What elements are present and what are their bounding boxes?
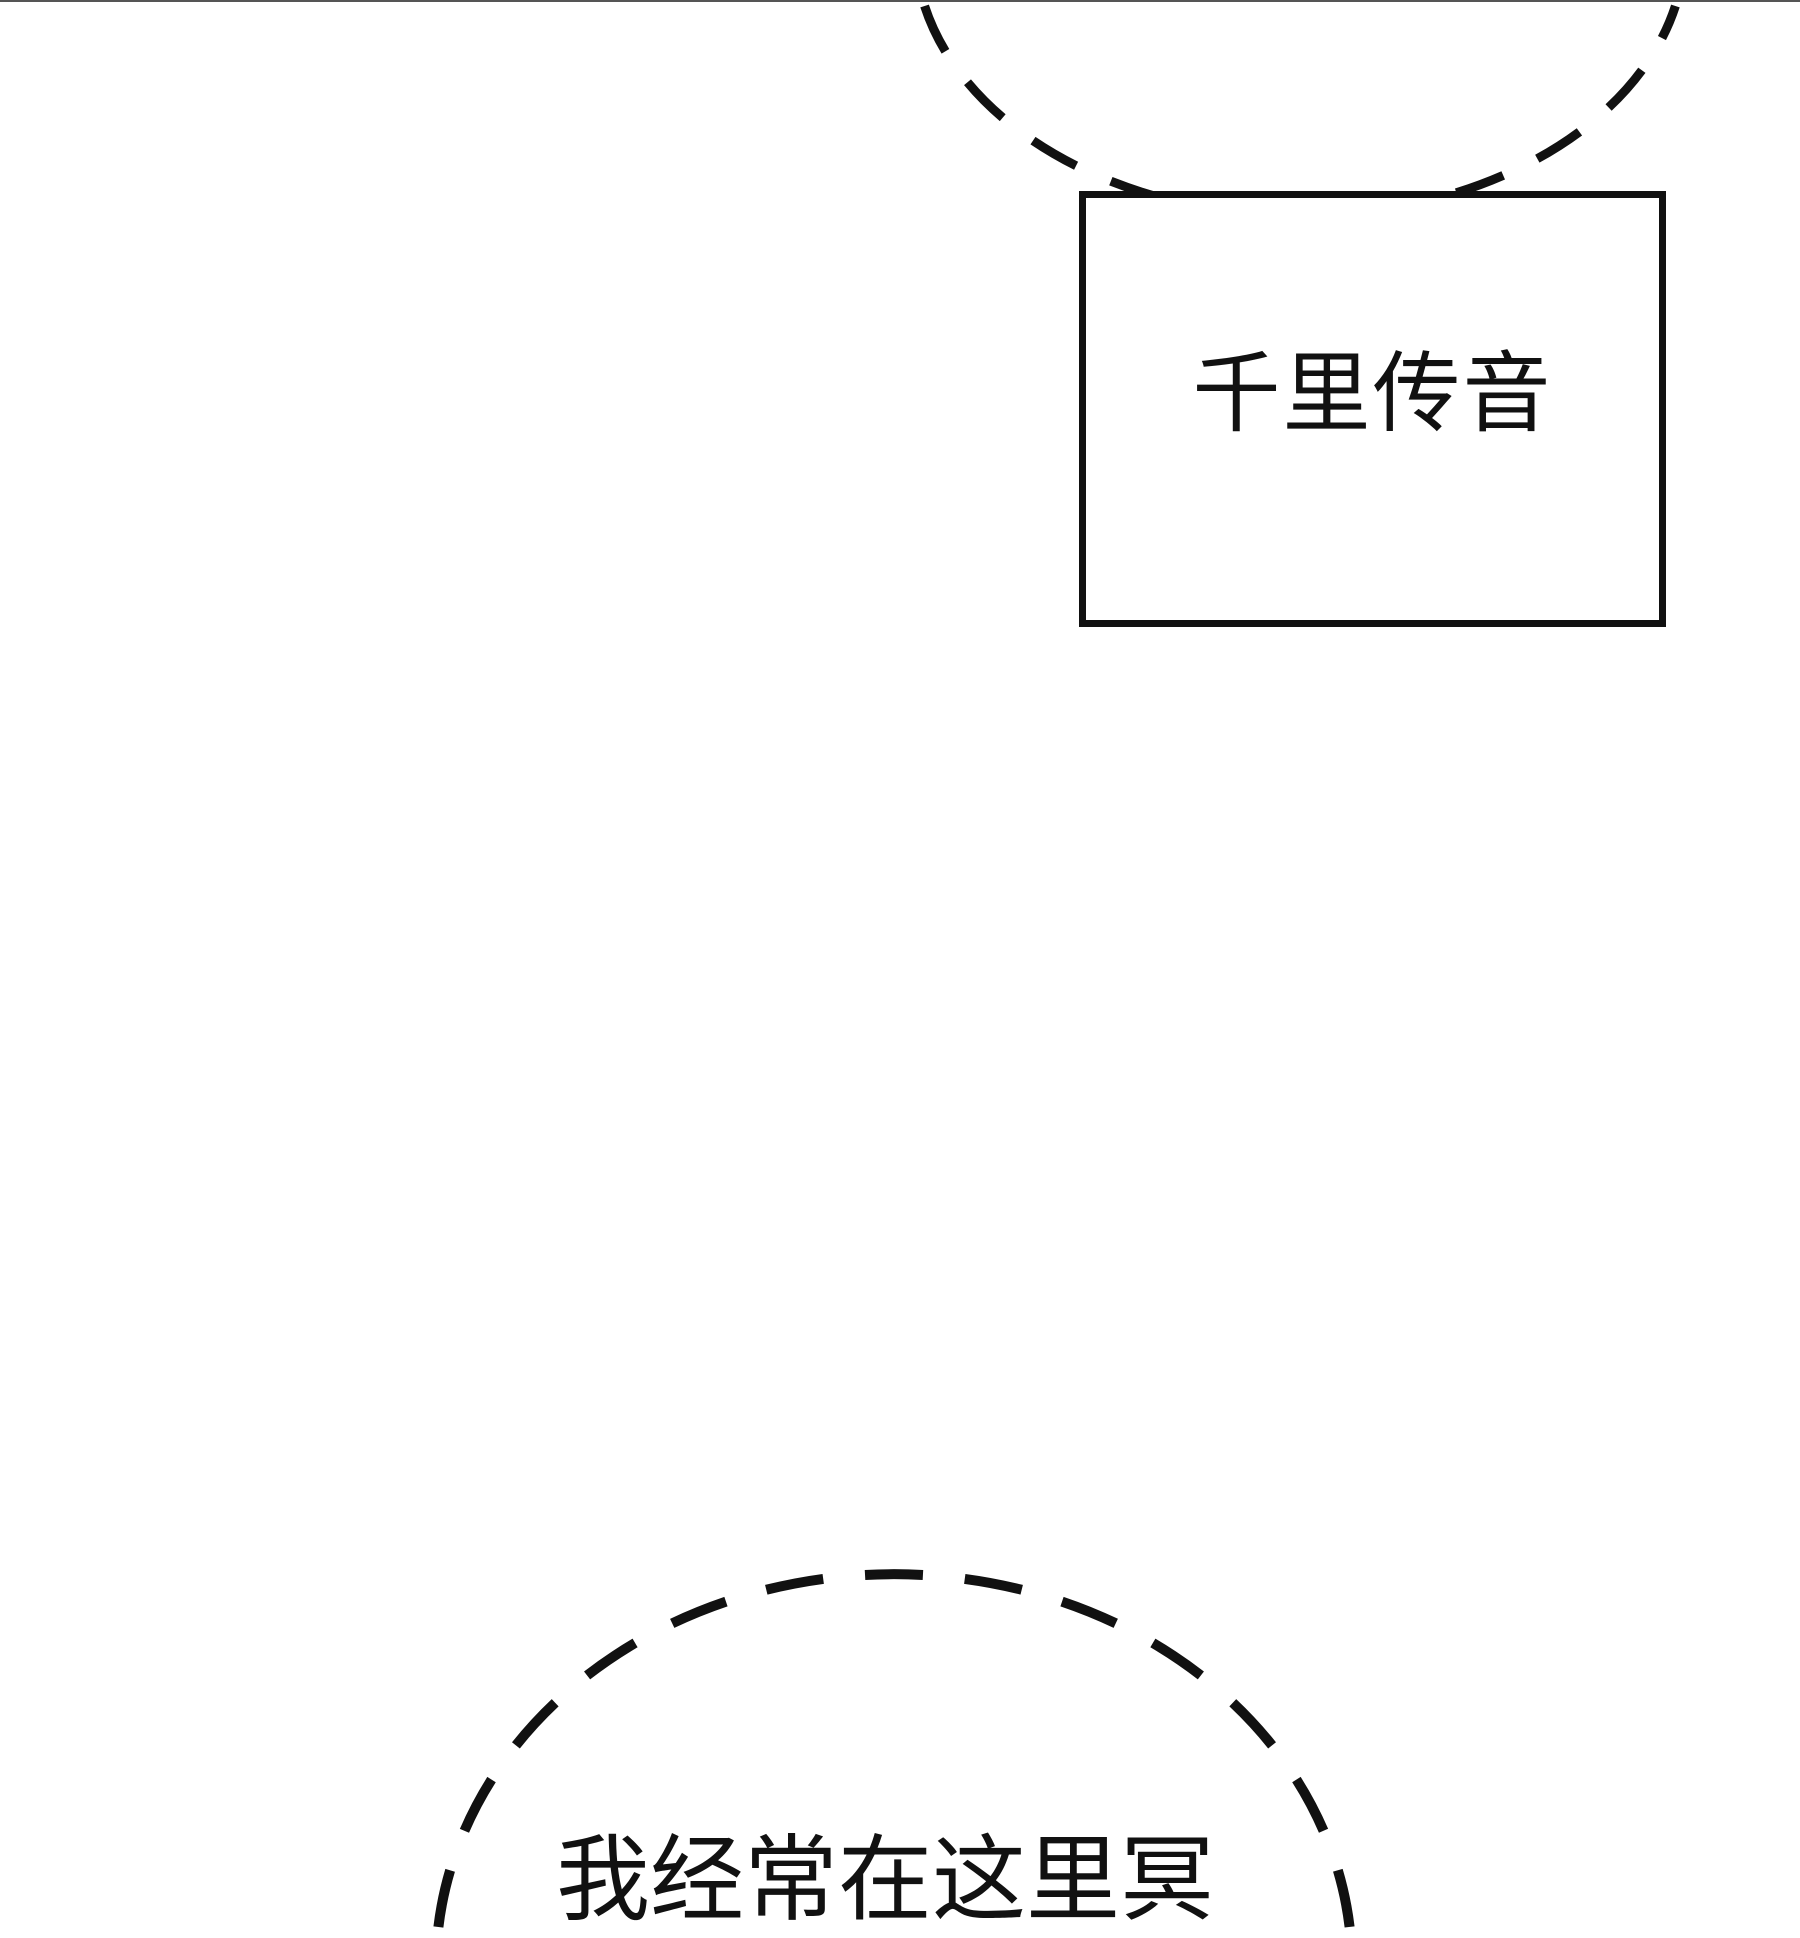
caption-box: 千里传音 xyxy=(1079,191,1666,627)
bottom-dashed-thought-bubble xyxy=(433,1569,1355,1928)
caption-text: 千里传音 xyxy=(1192,342,1553,445)
bubble-text: 我经常在这里冥 xyxy=(555,1826,1214,1935)
top-dashed-thought-bubble xyxy=(920,4,1680,221)
